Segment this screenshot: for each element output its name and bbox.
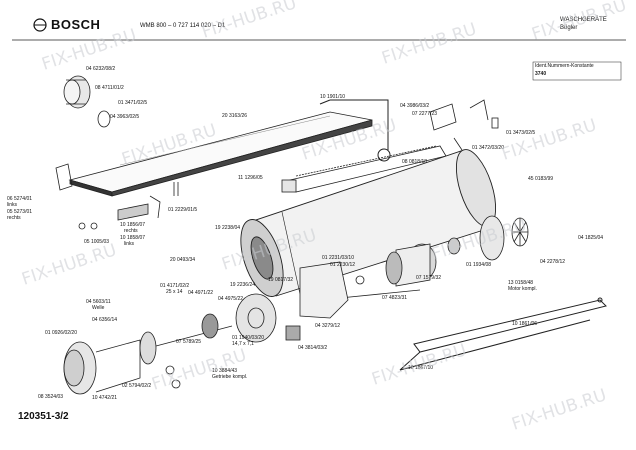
part-label: Motor kompl. (508, 286, 537, 292)
part-label: 01 2230/12 (330, 262, 356, 268)
switch-hardware (429, 99, 499, 151)
part-label: 19 0817/32 (268, 277, 294, 283)
subcategory-label: Bügler (560, 25, 578, 31)
part-label: 10 3884/43 (212, 368, 238, 374)
part-label: 04 4975/22 (218, 296, 244, 302)
part-label: 45 0183/99 (528, 176, 554, 182)
part-label: 04 1825/04 (578, 235, 604, 241)
part-label: 01 3471/02/5 (118, 100, 148, 106)
part-label: 08 3524/03 (38, 394, 64, 400)
part-label: 05 5273/01 (7, 209, 33, 215)
part-label: 04 3963/02/5 (110, 114, 140, 120)
part-label: 01 1934/08 (466, 262, 492, 268)
part-label: 01 4171/02/2 (160, 283, 190, 289)
pedal-linkage (399, 297, 607, 371)
ident-label: Ident.Nummern-Konstante (535, 63, 594, 69)
part-label: 04 6232/08/2 (86, 66, 116, 72)
part-label: 01 0926/02/20 (45, 330, 77, 336)
side-bracket-hardware (55, 163, 179, 230)
model-line: WMB 800 – 0 727 114 020 – D1 (140, 23, 226, 29)
part-label: links (7, 202, 18, 208)
part-label: rechts (7, 215, 21, 221)
document-number: 120351-3/2 (18, 411, 69, 422)
part-label: 01 3472/03/20 (472, 145, 504, 151)
part-label: 08 0818/18 (402, 159, 428, 165)
part-label: 04 2278/12 (540, 259, 566, 265)
part-label: 19 2238/04 (215, 225, 241, 231)
part-label: 25 x 14 (166, 289, 183, 295)
part-label: 07 1579/32 (416, 275, 442, 281)
part-label: 01 3473/02/5 (506, 130, 536, 136)
control-knob (63, 75, 111, 128)
part-label: rechts (124, 228, 138, 234)
part-label: 11 1296/05 (238, 175, 263, 181)
motor-assembly (339, 243, 437, 299)
category-label: WASCHGERÄTE (560, 17, 607, 23)
part-label: 10 1856/07 (120, 222, 146, 228)
frame-bracket (319, 99, 391, 162)
ident-value: 3740 (535, 71, 547, 77)
part-label: 04 3986/03/2 (400, 103, 430, 109)
gear-housing (235, 261, 349, 343)
part-label: 04 3814/03/2 (298, 345, 328, 351)
part-label: 07 2277/23 (412, 111, 438, 117)
part-label: 19 2236/24 (230, 282, 256, 288)
part-label: 10 1858/07 (120, 235, 146, 241)
drive-pulley (63, 313, 233, 395)
bosch-logo-icon (33, 18, 47, 32)
part-label: 10 1861/06 (512, 321, 538, 327)
part-label: 20 3163/26 (222, 113, 248, 119)
part-label: Welle (92, 305, 105, 311)
part-label: 06 5274/01 (7, 196, 33, 202)
part-label: 10 1867/10 (408, 365, 434, 371)
part-label: 01 1940/03/20 (232, 335, 264, 341)
brand-logo: BOSCH (51, 17, 101, 32)
part-label: 10 4742/21 (92, 395, 118, 401)
part-label: 02 5794/02/2 (122, 383, 152, 389)
fan-assembly (447, 215, 529, 261)
ident-box (532, 61, 622, 81)
part-label: 01 2229/01/5 (168, 207, 198, 213)
part-label: 04 4971/22 (188, 290, 214, 296)
part-label: 07 5789/25 (176, 339, 202, 345)
part-label: links (124, 241, 135, 247)
part-label: 05 1005/03 (84, 239, 110, 245)
part-label: Getriebe kompl. (212, 374, 248, 380)
part-label: 14,7 x 7,1 (232, 341, 254, 347)
part-label: 04 6356/14 (92, 317, 118, 323)
part-label: 10 1901/10 (320, 94, 346, 100)
part-label: 04 3279/12 (315, 323, 341, 329)
ironing-cover-bar (68, 111, 373, 197)
part-label: 08 4711/01/2 (95, 85, 124, 91)
part-label: 04 5603/11 (86, 299, 111, 305)
part-label: 07 4823/31 (382, 295, 408, 301)
part-label: 20 0493/34 (170, 257, 196, 263)
part-label: 13 0158/48 (508, 280, 534, 286)
part-label: 01 2231/03/10 (322, 255, 354, 261)
